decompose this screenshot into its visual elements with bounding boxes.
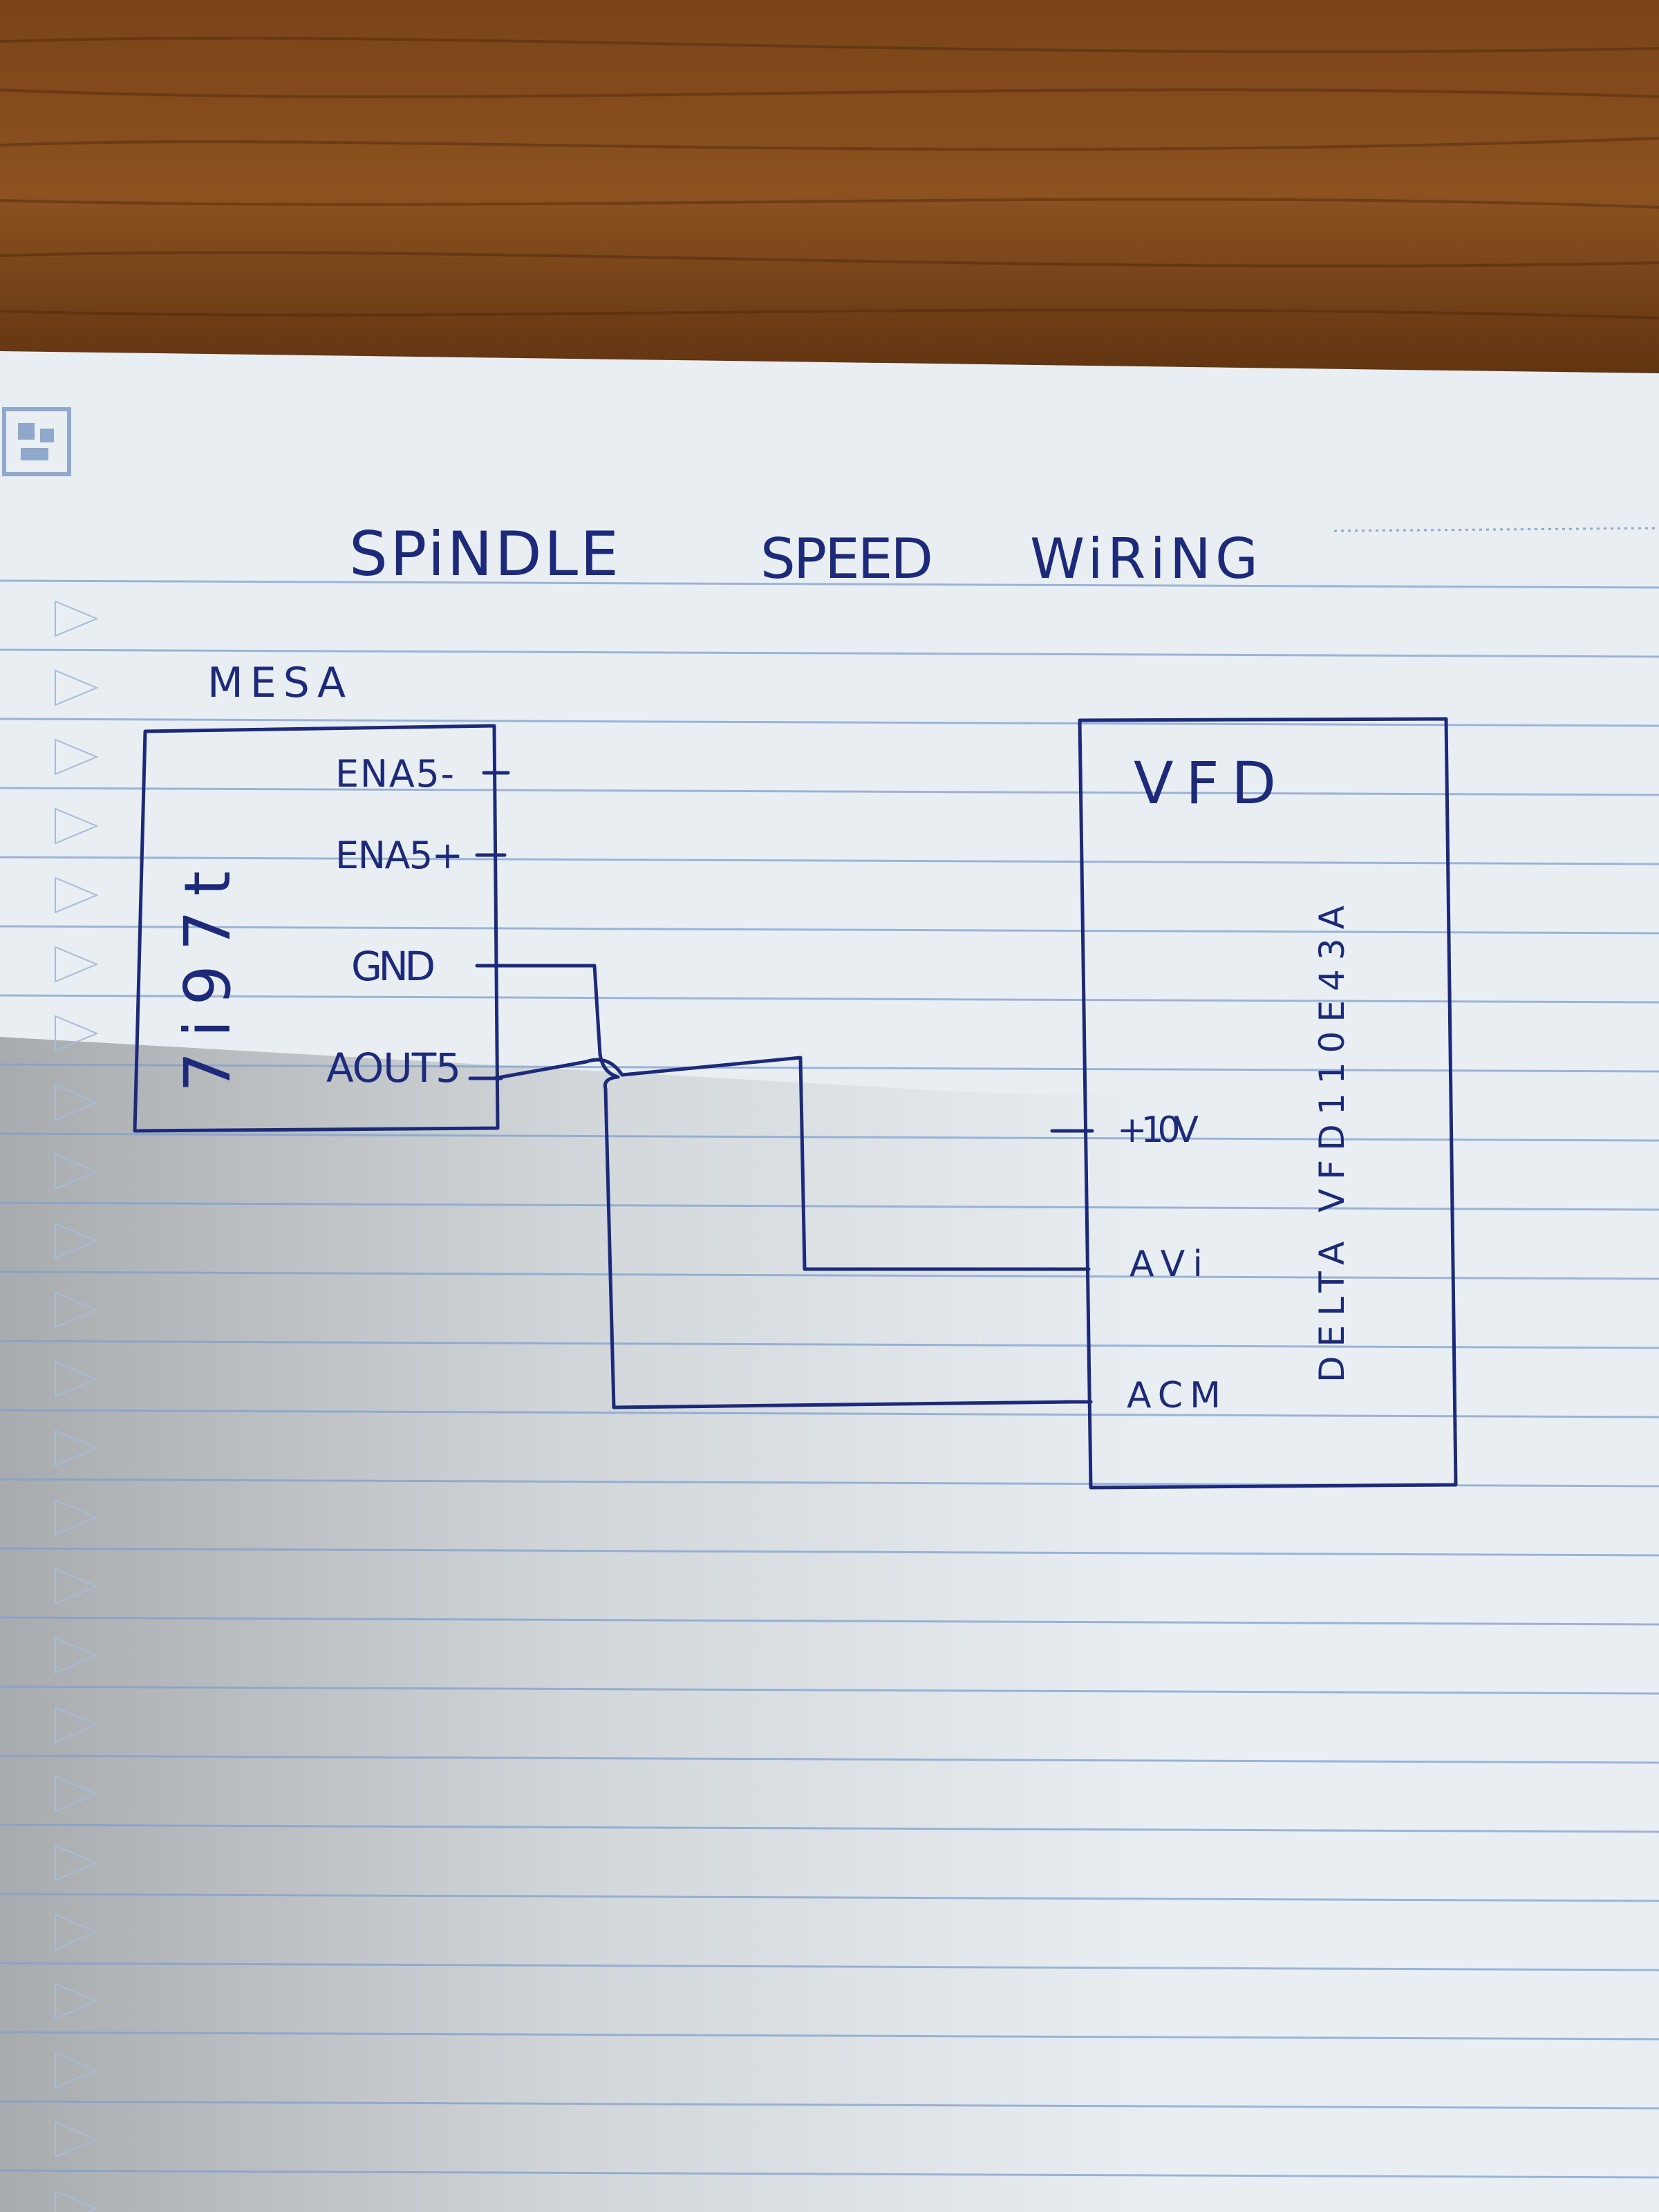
vfd-pin-acm: ACM	[1127, 1375, 1221, 1416]
margin-triangle	[55, 1983, 99, 2020]
margin-triangle	[55, 1568, 99, 1605]
vfd-pin-10v: +10V	[1117, 1109, 1199, 1151]
paper-shadow	[0, 1037, 1659, 2212]
title-word-2: SPEED	[760, 527, 933, 591]
margin-triangle	[55, 600, 99, 637]
margin-triangle	[55, 1430, 99, 1467]
ruled-line	[0, 1893, 1659, 1902]
margin-triangle	[55, 877, 99, 914]
ruled-line	[0, 1063, 1659, 1073]
margin-triangle	[55, 669, 99, 706]
margin-triangle	[55, 1084, 99, 1121]
wood-grain	[0, 37, 1659, 319]
margin-triangle	[55, 738, 99, 776]
margin-triangle	[55, 1015, 99, 1052]
dotted-rule	[1333, 527, 1659, 532]
vfd-model: DELTA VFD110E43A	[1312, 906, 1352, 1382]
title-word-1: SPiNDLE	[349, 518, 619, 590]
ruled-line	[0, 1409, 1659, 1418]
mesa-box	[133, 724, 500, 1133]
margin-triangle	[55, 1360, 99, 1398]
margin-triangle	[55, 1153, 99, 1190]
ruled-line	[0, 787, 1659, 796]
vfd-label: VFD	[1134, 749, 1276, 817]
ruled-line	[0, 1824, 1659, 1833]
ruled-line	[0, 648, 1659, 658]
ruled-line	[0, 1132, 1659, 1142]
margin-triangle	[55, 1775, 99, 1812]
desk-surface	[0, 0, 1659, 387]
wire-gnd-to-acm	[492, 964, 1075, 1409]
ruled-line	[0, 718, 1659, 727]
ruled-line	[0, 2031, 1659, 2041]
margin-triangle	[55, 1637, 99, 1674]
ruled-line	[0, 1685, 1659, 1695]
margin-triangle	[55, 2121, 99, 2158]
margin-triangle	[55, 807, 99, 845]
margin-triangles	[55, 600, 99, 2212]
ruled-line	[0, 1547, 1659, 1557]
margin-triangle	[55, 1706, 99, 1743]
ruled-line	[0, 1271, 1659, 1280]
mesa-pin-gnd: GND	[351, 943, 435, 990]
wire-aout-to-avi	[492, 1056, 1075, 1271]
margin-triangle	[55, 1499, 99, 1536]
margin-triangle	[55, 1222, 99, 1259]
ruled-line	[0, 994, 1659, 1004]
margin-triangle	[55, 2052, 99, 2089]
margin-triangle	[55, 946, 99, 983]
vfd-box	[1078, 717, 1458, 1490]
margin-triangle	[55, 1291, 99, 1329]
ruled-line	[0, 856, 1659, 865]
diagram-title: SPiNDLE SPEED WiRiNG	[349, 518, 1258, 591]
margin-triangle	[55, 1844, 99, 1882]
ruled-line	[0, 1754, 1659, 1764]
ruled-line	[0, 1340, 1659, 1349]
ruled-lines	[0, 579, 1659, 2179]
mesa-pin-enas-plus: ENA5+	[335, 834, 463, 877]
margin-triangle	[55, 2190, 99, 2212]
mesa-pin-enas-minus: ENA5-	[335, 752, 454, 796]
ruled-line	[0, 1962, 1659, 1971]
title-word-3: WiRiNG	[1030, 527, 1258, 591]
ruled-line	[0, 1201, 1659, 1211]
corner-code-mark	[2, 407, 71, 476]
ruled-line	[0, 2169, 1659, 2179]
ruled-line	[0, 579, 1659, 589]
ruled-line	[0, 925, 1659, 935]
ruled-line	[0, 1616, 1659, 1626]
mesa-pin-aout: AOUT5	[326, 1044, 461, 1091]
ruled-line	[0, 2100, 1659, 2110]
margin-triangle	[55, 1913, 99, 1951]
